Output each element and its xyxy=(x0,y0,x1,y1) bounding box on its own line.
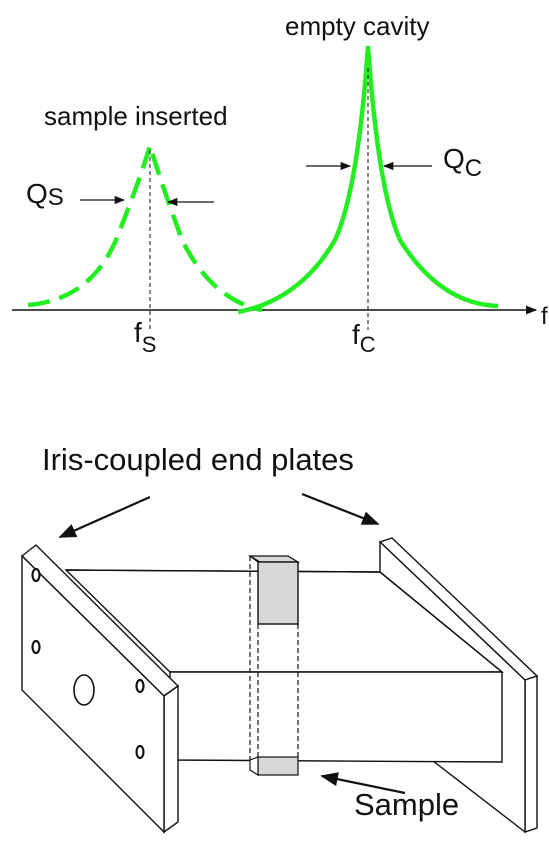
sample-bottom-face xyxy=(257,756,299,776)
frequency-axis-label: f xyxy=(541,303,548,330)
qc-label: QC xyxy=(443,143,482,182)
left-plate-arrow xyxy=(58,495,151,539)
end-plates-title: Iris-coupled end plates xyxy=(42,442,354,477)
qc-sub: C xyxy=(465,155,482,182)
screw-hole-1 xyxy=(31,567,41,583)
left-plate-iris xyxy=(73,674,95,706)
fs-label: fS xyxy=(134,317,156,357)
sample-inserted-curve xyxy=(27,138,263,313)
sample-top-face xyxy=(257,561,299,625)
sample-inserted-label: sample inserted xyxy=(44,101,228,131)
fc-sub: C xyxy=(360,332,376,357)
empty-cavity-curve xyxy=(237,45,499,315)
fs-main: f xyxy=(134,317,142,348)
qs-label: QS xyxy=(26,178,64,211)
cavity-drawing: Iris-coupled end plates Sample xyxy=(20,442,539,834)
sample-label: Sample xyxy=(354,787,459,822)
fc-label: fC xyxy=(352,319,376,357)
screw-hole-2 xyxy=(31,639,41,655)
empty-cavity-label: empty cavity xyxy=(285,11,430,41)
fs-sub: S xyxy=(142,332,157,357)
right-plate-arrow xyxy=(301,492,380,526)
screw-hole-4 xyxy=(135,744,145,760)
sample-arrow xyxy=(320,772,406,795)
screw-hole-3 xyxy=(135,678,145,694)
qs-sub: S xyxy=(48,184,64,211)
left-end-plate xyxy=(20,544,180,834)
fc-main: f xyxy=(352,319,360,350)
qc-main: Q xyxy=(443,143,465,174)
qs-main: Q xyxy=(26,178,48,209)
sample-slab xyxy=(247,555,301,777)
resonance-plot: f empty cavity sample inserted QS QC fS … xyxy=(12,11,548,357)
